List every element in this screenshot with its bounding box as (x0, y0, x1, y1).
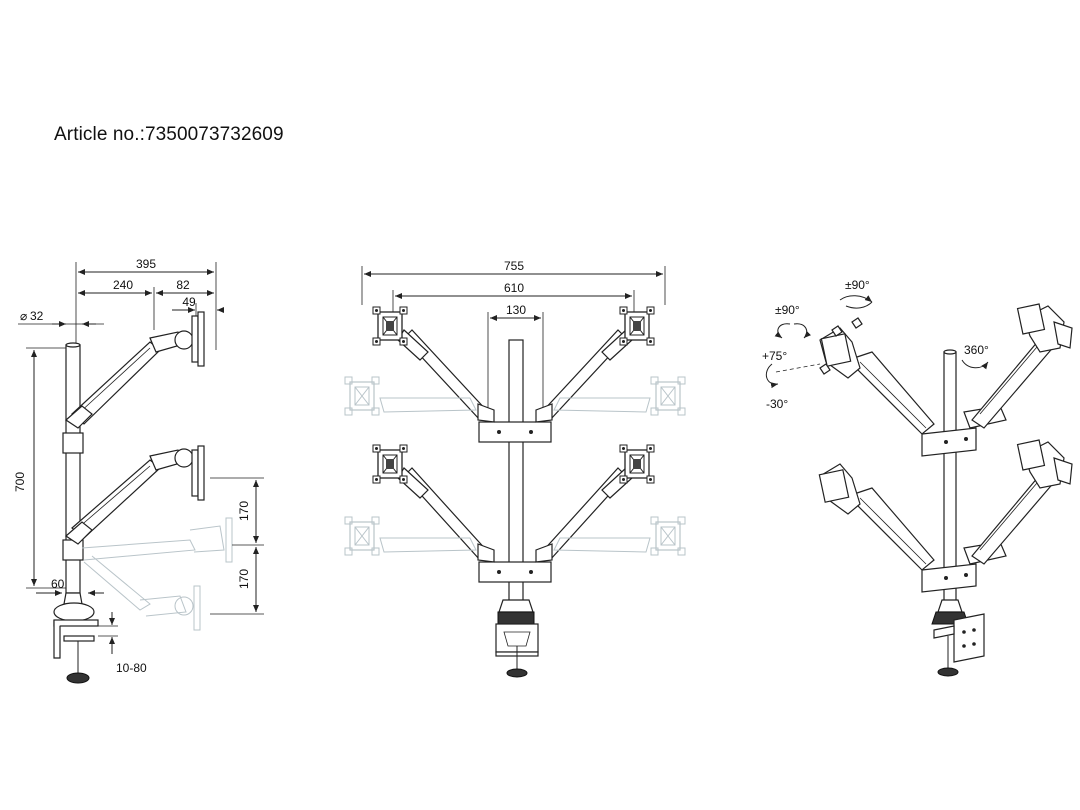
dim-min-span: 610 (504, 281, 524, 295)
dim-max-span: 755 (504, 259, 524, 273)
iso-view: ±90° ±90° +75° -30° 360° (762, 278, 1073, 677)
dim-head-offset: 82 (176, 278, 190, 292)
label-tilt-side: ±90° (775, 303, 800, 317)
dim-arm-adjust-lower: 170 (237, 569, 251, 589)
dim-total-width: 395 (136, 257, 156, 271)
label-rotate: 360° (964, 343, 989, 357)
dim-crossbar: 130 (506, 303, 526, 317)
dim-pole-diameter: 32 (30, 309, 44, 323)
dim-arm-adjust-upper: 170 (237, 501, 251, 521)
article-title: Article no.:7350073732609 (54, 124, 284, 145)
label-tilt-up: +75° (762, 349, 787, 363)
label-tilt-down: -30° (766, 397, 788, 411)
side-view: 395 240 82 49 ⌀ 32 700 (13, 257, 264, 684)
dim-pole-diameter-symbol: ⌀ (20, 309, 27, 323)
dim-head-depth: 49 (182, 295, 196, 309)
front-view: 755 610 130 (344, 259, 686, 678)
label-tilt-top: ±90° (845, 278, 870, 292)
dim-arm-length: 240 (113, 278, 133, 292)
dim-base-width: 60 (51, 577, 65, 591)
dim-pole-height: 700 (13, 472, 27, 492)
dim-desk-thickness: 10-80 (116, 661, 147, 675)
